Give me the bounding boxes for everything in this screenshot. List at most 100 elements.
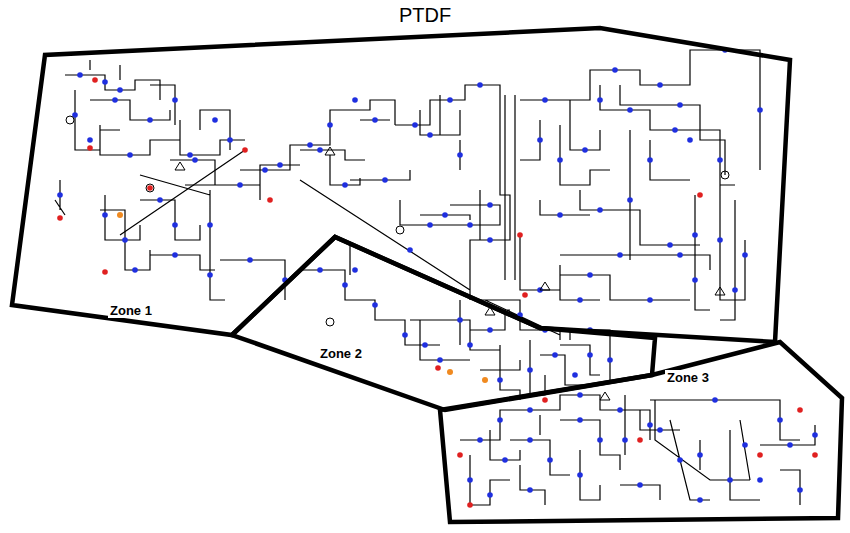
bus-dot (447, 369, 453, 375)
bus-dot (237, 182, 243, 188)
bus-dot (617, 407, 623, 413)
bus-dot (692, 277, 698, 283)
bus-dot (627, 197, 633, 203)
bus-dot (127, 152, 133, 158)
bus-dot (102, 269, 108, 275)
bus-dot (657, 82, 663, 88)
bus-dot (612, 67, 618, 73)
zone-boundary (440, 342, 842, 522)
bus-dot (597, 97, 603, 103)
bus-dot (172, 252, 178, 258)
bus-dot (647, 422, 653, 428)
bus-dot (132, 267, 138, 273)
bus-dot (677, 102, 683, 108)
bus-dot (317, 147, 323, 153)
bus-dot (712, 397, 718, 403)
map-title: PTDF (0, 3, 850, 27)
bus-dot (587, 352, 593, 358)
transmission-line (520, 50, 760, 320)
bus-dot (112, 97, 118, 103)
bus-dot (497, 377, 503, 383)
bus-dot (597, 207, 603, 213)
bus-dot (787, 442, 793, 448)
bus-dot (482, 377, 488, 383)
bus-dot (117, 212, 123, 218)
bus-dot (457, 152, 463, 158)
bus-dot (797, 487, 803, 493)
bus-dot (477, 437, 483, 443)
bus-dot (192, 157, 198, 163)
bus-dot (497, 417, 503, 423)
bus-dot (87, 145, 93, 151)
bus-dot (637, 437, 643, 443)
bus-dot (467, 477, 473, 483)
bus-dot (207, 222, 213, 228)
bus-dot (597, 437, 603, 443)
bus-dot (447, 97, 453, 103)
bus-dot (412, 122, 418, 128)
bus-dot (627, 107, 633, 113)
bus-dot (467, 342, 473, 348)
bus-dot (647, 157, 653, 163)
bus-dot (467, 502, 473, 508)
bus-dot (487, 492, 493, 498)
zone-label: Zone 3 (665, 370, 711, 385)
bus-dot (547, 457, 553, 463)
bus-dot (267, 197, 273, 203)
bus-dot (722, 47, 728, 53)
bus-dot (517, 312, 523, 318)
bus-dot (262, 167, 268, 173)
bus-dot (382, 177, 388, 183)
bus-dot (577, 297, 583, 303)
transmission-line (300, 245, 610, 400)
zone-region: Zone 2 (232, 237, 655, 410)
bus-dot (742, 442, 748, 448)
bus-dot (102, 212, 108, 218)
zone-outline-svg (232, 237, 655, 410)
bus-dot (352, 267, 358, 273)
bus-dot (327, 122, 333, 128)
bus-dot (122, 237, 128, 243)
bus-dot (172, 222, 178, 228)
bus-dot (342, 282, 348, 288)
bus-dot (277, 162, 283, 168)
bus-dot (457, 452, 463, 458)
zone-boundary (232, 237, 655, 410)
bus-dot (717, 157, 723, 163)
bus-dot (147, 185, 153, 191)
bus-dot (487, 202, 493, 208)
bus-dot (522, 292, 528, 298)
generator-symbol (146, 184, 154, 192)
bus-dot (587, 327, 593, 333)
zone-label: Zone 2 (318, 346, 364, 361)
bus-dot (657, 427, 663, 433)
highlighted-bus-dots (117, 212, 488, 383)
bus-dot (77, 72, 83, 78)
bus-dot (557, 157, 563, 163)
bus-dot (577, 392, 583, 398)
bus-dot (487, 327, 493, 333)
bus-dot (692, 232, 698, 238)
bus-dot (57, 215, 63, 221)
bus-dot (227, 137, 233, 143)
bus-dot (617, 252, 623, 258)
bus-dot (427, 132, 433, 138)
zone-label: Zone 1 (108, 303, 154, 318)
bus-dot (92, 77, 98, 83)
zone-region: Zone 1 (12, 28, 790, 342)
bus-dot (437, 357, 443, 363)
bus-dot (372, 117, 378, 123)
bus-dot (422, 342, 428, 348)
bus-dot (172, 97, 178, 103)
bus-dot (797, 407, 803, 413)
bus-dot (442, 212, 448, 218)
equipment-symbols (66, 116, 729, 400)
bus-dot (622, 437, 628, 443)
transformer-symbol (175, 147, 725, 400)
bus-dot (667, 242, 673, 248)
transmission-line (120, 85, 515, 300)
bus-dot (647, 297, 653, 303)
bus-dots (57, 47, 818, 503)
